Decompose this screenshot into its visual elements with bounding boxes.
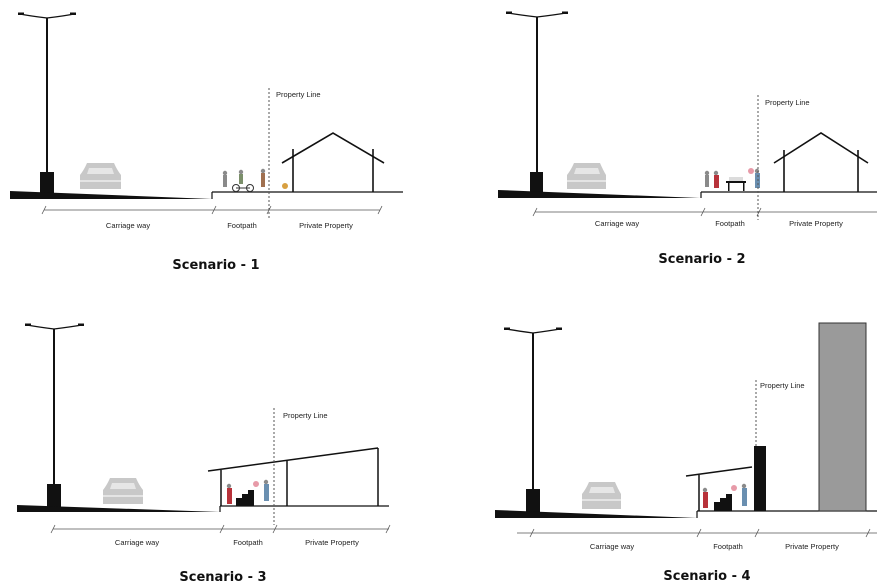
footpath-curb [211,191,403,199]
dimension-line [532,207,877,217]
property-line-label: Property Line [276,90,321,99]
street-lamp [18,12,76,197]
street-lamp [506,11,568,198]
car-icon [582,482,621,509]
private-property-label: Private Property [785,542,839,551]
scenario-4-panel: Property Line Carriage way Footpath Priv… [495,322,877,584]
carriageway-surface [10,191,212,199]
car-icon [80,163,121,189]
private-property-label: Private Property [789,219,843,228]
scenario-title: Scenario - 4 [663,569,750,584]
carriageway-surface [17,505,220,512]
private-property-label: Private Property [299,221,353,230]
property-line-label: Property Line [283,411,328,420]
scenario-3-panel: Property Line Carriage way Footpath Priv… [17,323,391,585]
footpath-curb [696,510,877,518]
street-lamp [25,323,84,509]
street-lamp [504,327,562,514]
footpath-label: Footpath [715,219,745,228]
pedestrians-group [222,168,288,192]
scenario-title: Scenario - 2 [658,252,745,267]
footpath-label: Footpath [233,538,263,547]
house-outline [773,132,869,192]
property-line-label: Property Line [760,381,805,390]
encroaching-vendor-group [226,479,269,506]
property-line-label: Property Line [765,98,810,107]
carriageway-label: Carriage way [106,221,150,230]
footpath-curb [700,191,877,198]
carriageway-label: Carriage way [115,538,159,547]
scenario-title: Scenario - 3 [179,570,266,585]
scenario-title: Scenario - 1 [172,258,259,273]
footpath-label: Footpath [713,542,743,551]
car-icon [567,163,606,189]
private-property-label: Private Property [305,538,359,547]
street-vendor-group [704,168,760,191]
car-icon [103,478,143,504]
boundary-wall [754,446,766,511]
carriageway-surface [498,190,700,198]
shed-canopy [207,447,379,506]
carriageway-label: Carriage way [590,542,634,551]
shed-canopy [685,466,753,511]
tall-building [818,322,867,512]
carriageway-surface [495,510,697,518]
scenario-2-panel: Property Line Carriage way Footpath Priv… [498,11,877,267]
encroaching-vendor-group [702,483,747,511]
dimension-line [41,205,383,215]
carriageway-label: Carriage way [595,219,639,228]
footpath-label: Footpath [227,221,257,230]
house-outline [281,132,385,192]
dimension-line [517,528,877,538]
dimension-line [50,524,391,534]
scenario-1-panel: Property Line Carriage way Footpath Priv… [10,12,403,273]
footpath-curb [219,505,389,512]
